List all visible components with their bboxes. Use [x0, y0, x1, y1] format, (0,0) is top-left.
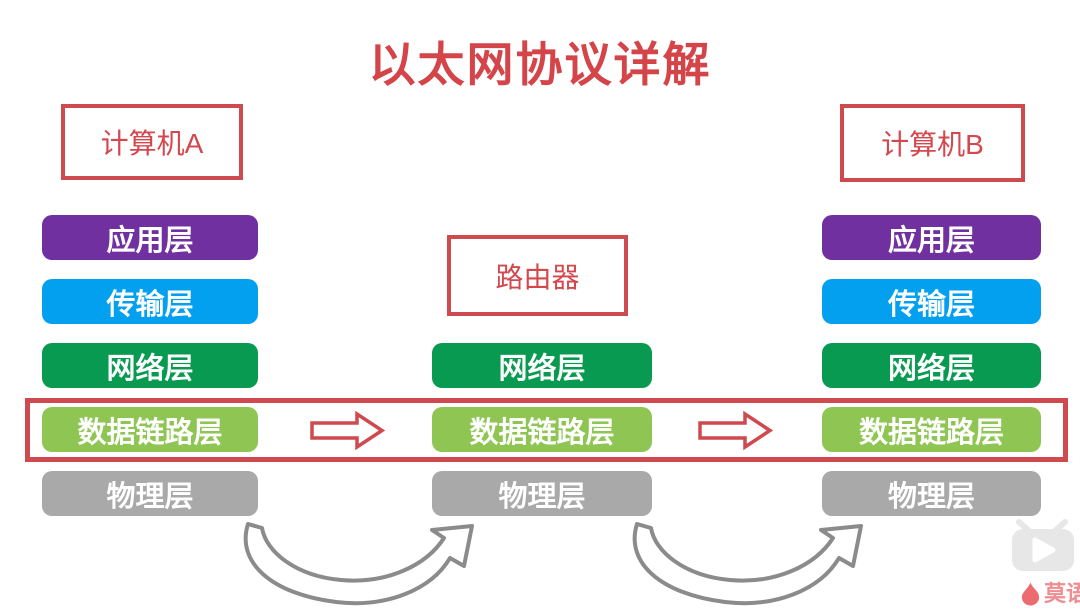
layer-label: 网络层	[498, 352, 586, 385]
layer-computer-a-application: 应用层	[42, 215, 258, 260]
layer-router-network: 网络层	[432, 343, 652, 388]
layer-label: 传输层	[106, 288, 194, 321]
curved-arrow-icon	[632, 522, 863, 606]
layer-label: 传输层	[887, 288, 975, 321]
layer-label: 数据链路层	[77, 416, 223, 449]
layer-label: 应用层	[106, 224, 194, 257]
router-box: 路由器	[447, 235, 628, 316]
page-title: 以太网协议详解	[368, 38, 712, 91]
computer-b-label: 计算机B	[881, 129, 984, 160]
layer-label: 应用层	[887, 224, 975, 257]
layer-computer-a-network: 网络层	[42, 343, 258, 388]
layer-label: 物理层	[498, 480, 586, 513]
layer-label: 数据链路层	[469, 416, 615, 449]
tv-play-icon[interactable]	[1006, 519, 1080, 573]
layer-computer-a-datalink: 数据链路层	[42, 407, 258, 452]
flame-icon	[1021, 582, 1040, 606]
router-label: 路由器	[495, 261, 580, 293]
layer-label: 物理层	[106, 480, 194, 513]
layer-computer-b-network: 网络层	[822, 343, 1041, 388]
right-block-arrow-icon	[698, 410, 774, 451]
layer-computer-a-physical: 物理层	[42, 471, 258, 516]
watermark-text: 莫语	[1044, 581, 1080, 606]
layer-router-datalink: 数据链路层	[432, 407, 652, 452]
watermark: 莫语	[1020, 582, 1080, 606]
computer-a-label: 计算机A	[100, 128, 204, 159]
computer-b-box: 计算机B	[840, 104, 1025, 182]
datalink-highlight-frame	[25, 398, 1068, 462]
layer-router-physical: 物理层	[432, 471, 652, 516]
computer-a-box: 计算机A	[61, 104, 243, 180]
layer-computer-b-physical: 物理层	[822, 471, 1041, 516]
curved-arrow-icon	[243, 522, 474, 606]
layer-computer-a-transport: 传输层	[42, 279, 258, 324]
layer-label: 数据链路层	[858, 416, 1004, 449]
right-block-arrow-icon	[310, 410, 386, 451]
layer-computer-b-transport: 传输层	[822, 279, 1041, 324]
layer-computer-b-application: 应用层	[822, 215, 1041, 260]
layer-label: 物理层	[887, 480, 975, 513]
layer-computer-b-datalink: 数据链路层	[822, 407, 1041, 452]
layer-label: 网络层	[106, 352, 194, 385]
layer-label: 网络层	[887, 352, 975, 385]
